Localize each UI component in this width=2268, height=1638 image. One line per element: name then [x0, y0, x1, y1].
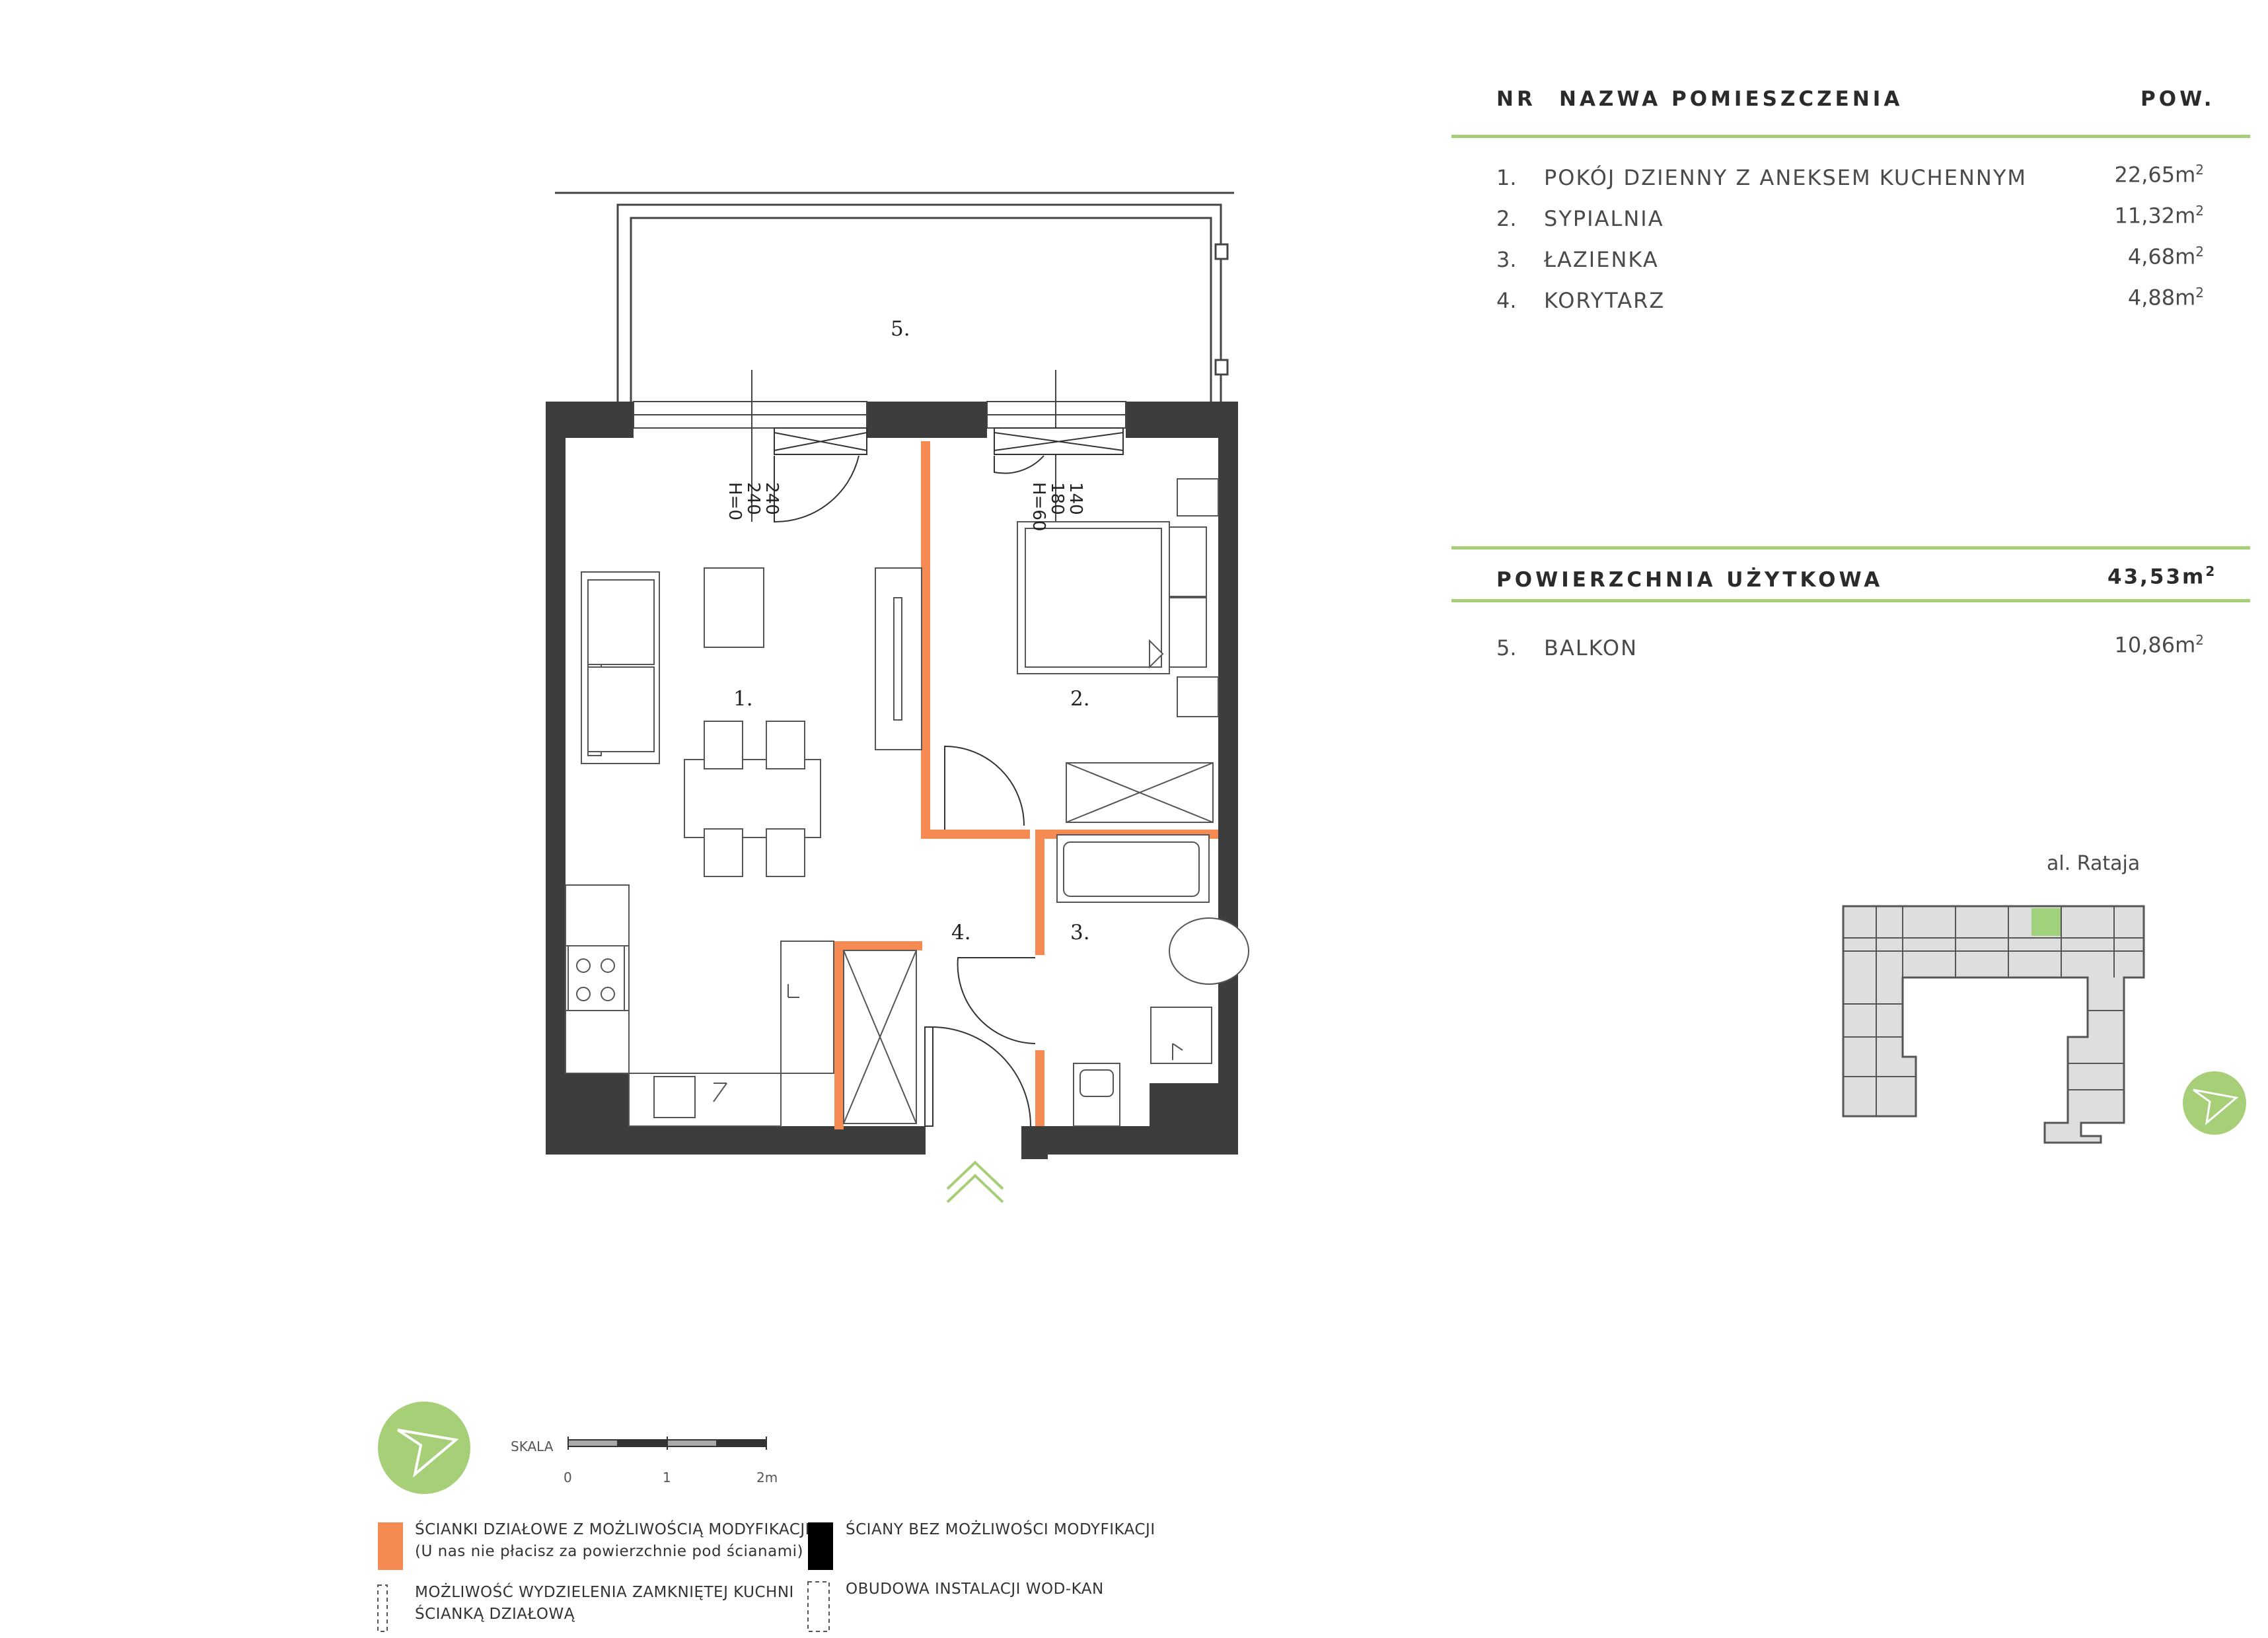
window-dimensions-left: 240 240 H=0	[725, 482, 782, 520]
balcony-doors	[774, 427, 1124, 523]
room-nr: 3.	[1496, 247, 1517, 272]
windows	[633, 370, 1126, 522]
room-area: 4,68m2	[2127, 244, 2204, 269]
table-header-underline	[1451, 135, 2250, 138]
usable-underline	[1451, 599, 2250, 602]
entrance-chevron-icon	[946, 1160, 1004, 1203]
scale-tick-1: 1	[663, 1470, 671, 1485]
north-arrow-icon-large	[378, 1402, 470, 1494]
legend-install-text: OBUDOWA INSTALACJI WOD-KAN	[846, 1581, 1104, 1598]
room-name: ŁAZIENKA	[1544, 247, 1659, 272]
room-area: 22,65m2	[2114, 162, 2204, 188]
room-area: 10,86m2	[2114, 632, 2204, 658]
usable-area-value: 43,53m2	[2107, 563, 2217, 589]
dim-width-left: 240	[762, 482, 782, 515]
living-furniture	[565, 567, 922, 1127]
window-dimensions-right: 140 180 H=60	[1029, 482, 1085, 531]
room-nr: 2.	[1496, 206, 1517, 231]
balcony	[555, 192, 1234, 404]
room-label-1: 1.	[733, 687, 753, 711]
room-nr: 5.	[1496, 635, 1517, 660]
legend-orange-line1: ŚCIANKI DZIAŁOWE Z MOŻLIWOŚCIĄ MODYFIKAC…	[415, 1521, 810, 1538]
table-header-area: POW.	[2140, 87, 2215, 111]
room-label-5: 5.	[891, 317, 910, 341]
bedroom-furniture	[1017, 478, 1219, 823]
dim-height-right: 180	[1047, 482, 1067, 515]
usable-area-label: POWIERZCHNIA UŻYTKOWA	[1496, 568, 1884, 592]
room-labels: 1. 2. 3. 4. 5.	[733, 317, 1090, 944]
room-area: 11,32m2	[2114, 203, 2204, 229]
room-label-3: 3.	[1070, 921, 1090, 944]
legend-black-text: ŚCIANY BEZ MOŻLIWOŚCI MODYFIKACJI	[846, 1521, 1155, 1538]
structural-walls	[546, 402, 1238, 1159]
room-name: SYPIALNIA	[1544, 206, 1664, 231]
street-label: al. Rataja	[2047, 852, 2140, 875]
dim-sill-left: H=0	[725, 482, 745, 520]
legend-kitchen-line2: ŚCIANKĄ DZIAŁOWĄ	[415, 1606, 575, 1623]
legend-kitchen-line1: MOŻLIWOŚĆ WYDZIELENIA ZAMKNIĘTEJ KUCHNI	[415, 1584, 794, 1601]
scale-tick-2: 2m	[756, 1470, 778, 1485]
legend-dashed-kitchen	[377, 1585, 388, 1632]
legend-black-swatch	[808, 1522, 833, 1570]
dim-sill-right: H=60	[1029, 482, 1048, 531]
table-header-nr: NR	[1496, 87, 1536, 111]
usable-topline	[1451, 546, 2250, 550]
legend-orange-text: ŚCIANKI DZIAŁOWE Z MOŻLIWOŚCIĄ MODYFIKAC…	[415, 1519, 810, 1563]
legend-orange-swatch	[378, 1522, 403, 1570]
scale-bar	[567, 1437, 767, 1450]
room-name: POKÓJ DZIENNY Z ANEKSEM KUCHENNYM	[1544, 165, 2027, 190]
legend-dashed-install	[807, 1581, 830, 1632]
legend-kitchen-text: MOŻLIWOŚĆ WYDZIELENIA ZAMKNIĘTEJ KUCHNI …	[415, 1582, 794, 1625]
site-plan	[1842, 905, 2145, 1144]
bathroom-furniture	[843, 834, 1249, 1127]
internal-doors	[924, 745, 1036, 1127]
room-name: KORYTARZ	[1544, 288, 1665, 313]
room-label-2: 2.	[1070, 687, 1090, 711]
dim-width-right: 140	[1066, 482, 1085, 515]
legend-swatches	[377, 1522, 833, 1632]
legend-orange-line2: (U nas nie płacisz za powierzchnie pod ś…	[415, 1543, 803, 1560]
north-arrow-icon	[2183, 1071, 2246, 1135]
room-label-4: 4.	[951, 921, 971, 944]
scale-label: SKALA	[511, 1439, 554, 1454]
room-area: 4,88m2	[2127, 285, 2204, 310]
room-name: BALKON	[1544, 635, 1638, 660]
room-nr: 4.	[1496, 288, 1517, 313]
dim-height-left: 240	[743, 482, 763, 515]
table-header-name: NAZWA POMIESZCZENIA	[1559, 87, 1903, 111]
scale-tick-0: 0	[564, 1470, 572, 1485]
room-nr: 1.	[1496, 165, 1517, 190]
